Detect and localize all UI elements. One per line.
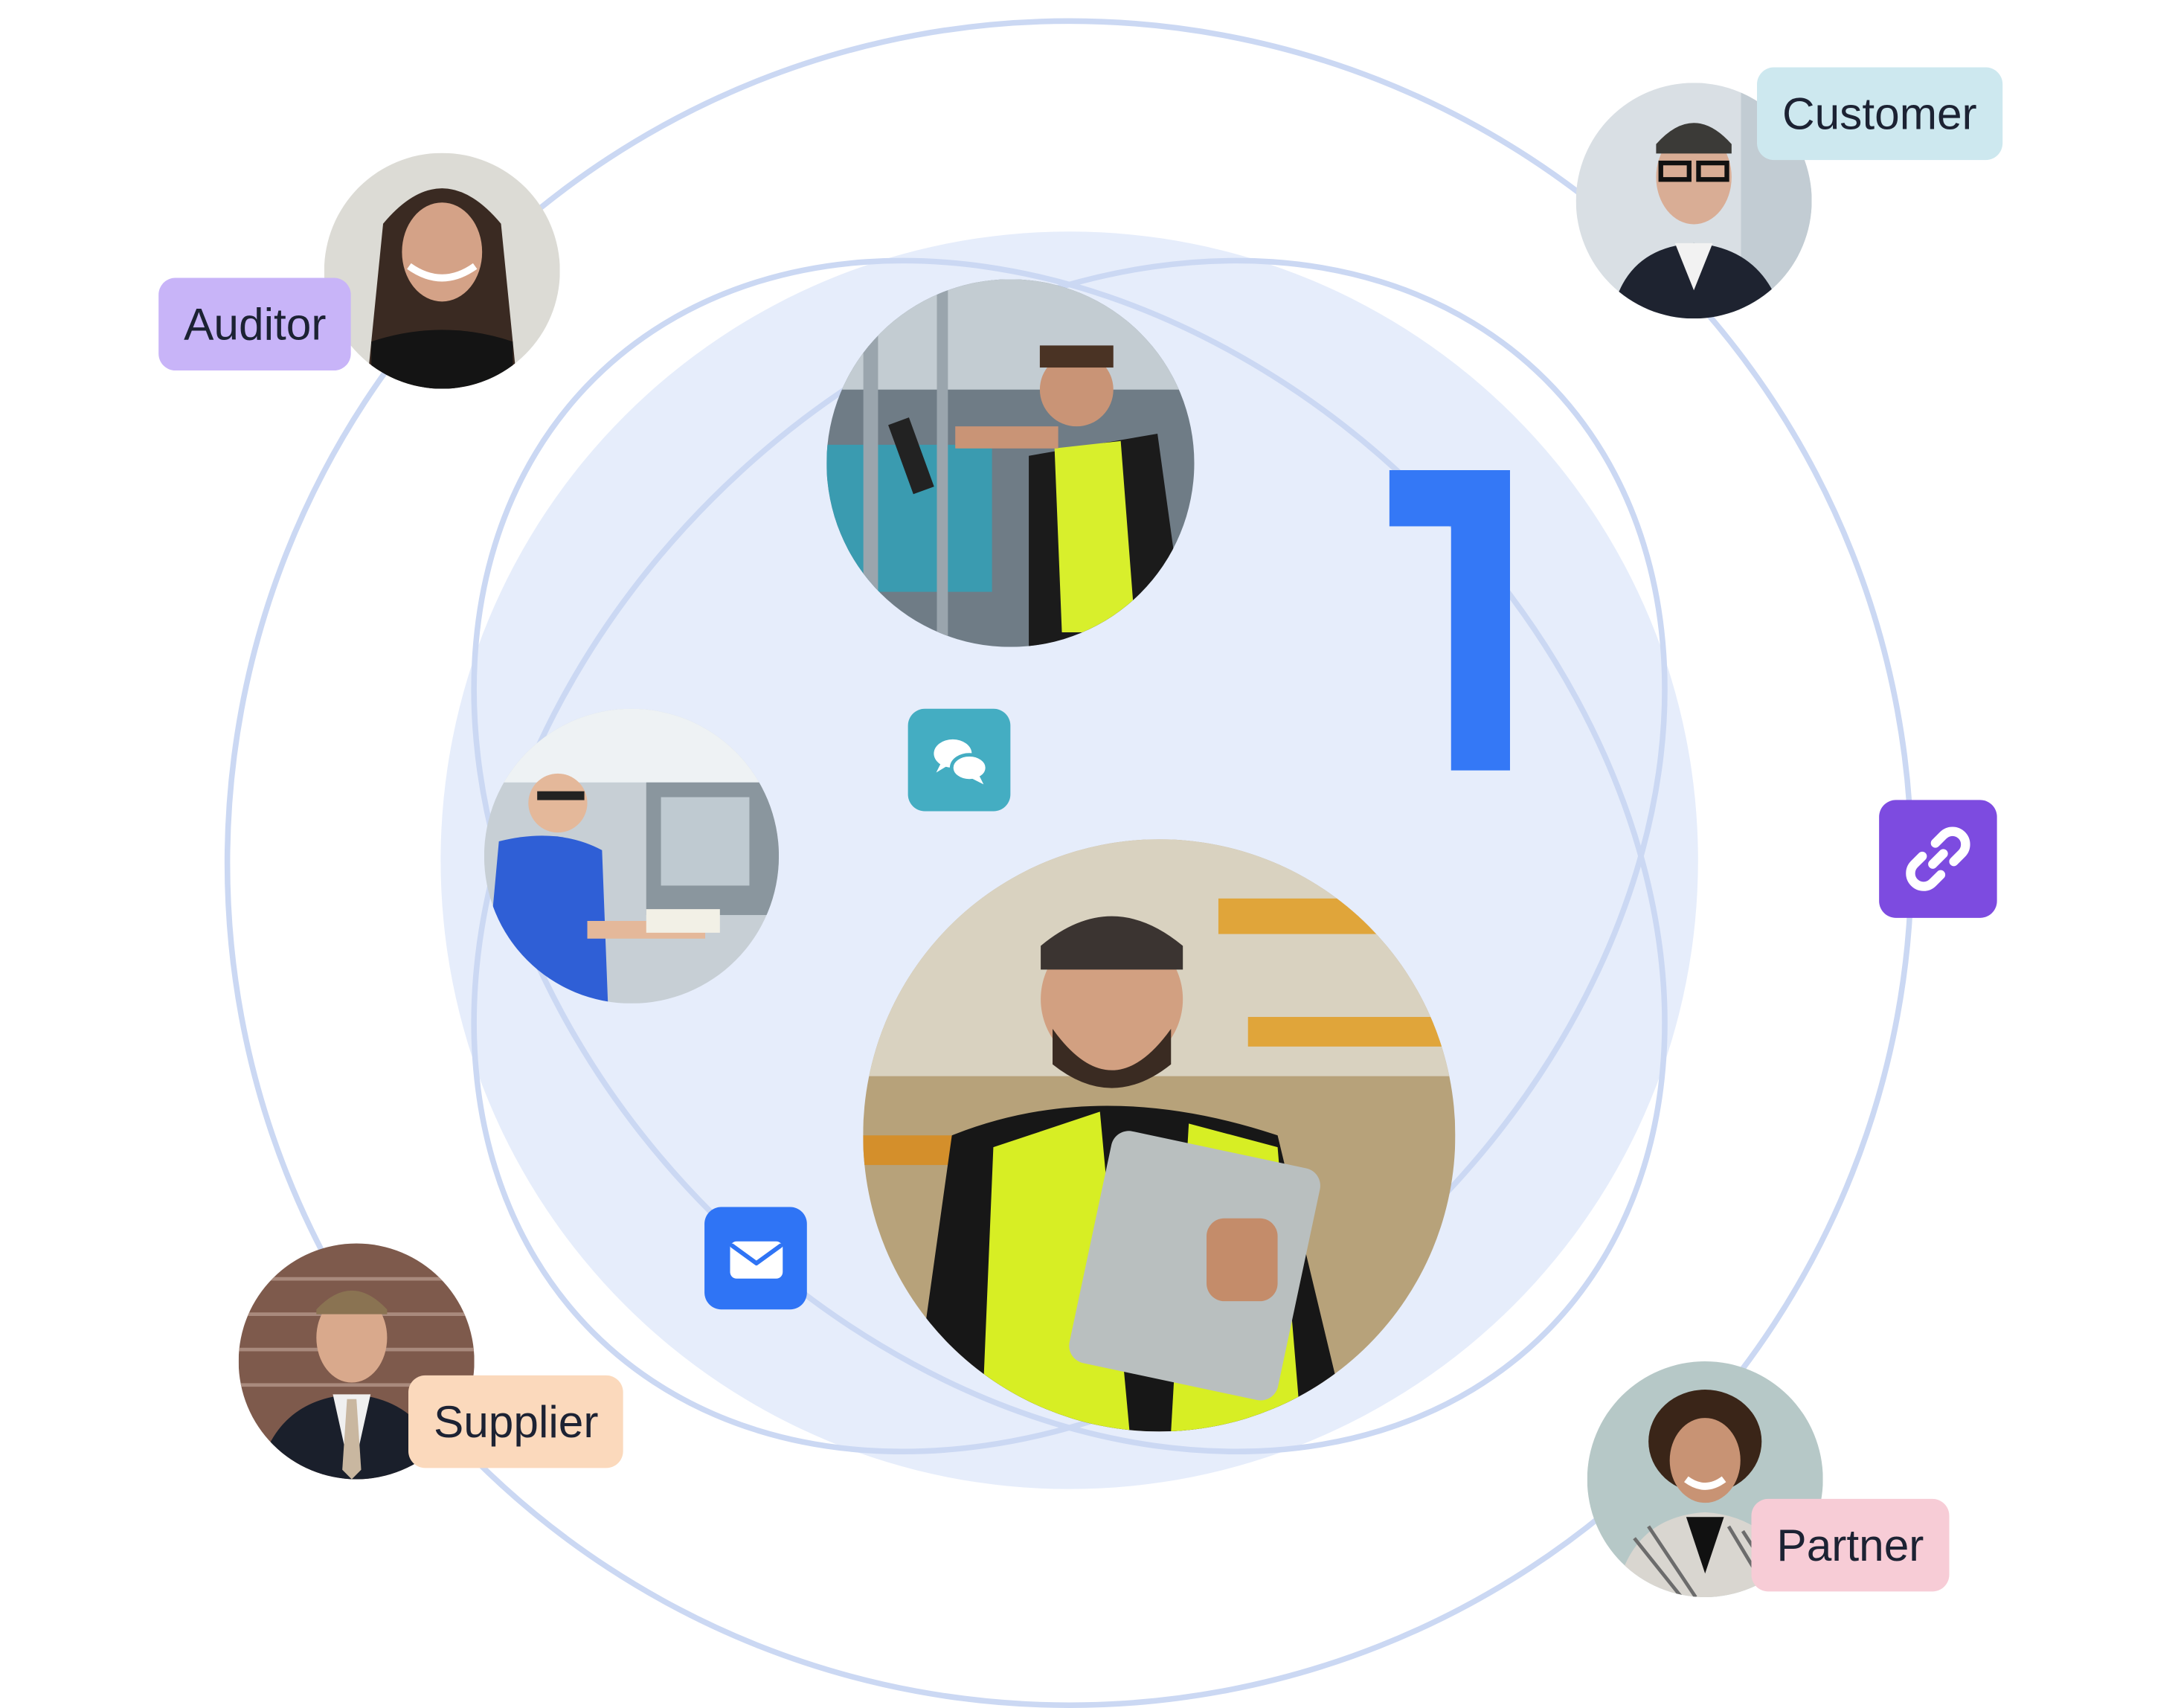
role-label-auditor: Auditor [158, 277, 352, 371]
photo-technician-keyboard [484, 708, 780, 1004]
role-label-partner: Partner [1751, 1498, 1950, 1592]
envelope-icon [704, 1207, 807, 1310]
portrait-partner [1587, 1361, 1823, 1597]
role-label-supplier: Supplier [408, 1375, 624, 1468]
chat-bubbles-icon [908, 708, 1011, 812]
portrait-auditor [324, 152, 560, 389]
photo-factory-worker-tablet [826, 279, 1195, 647]
role-label-customer: Customer [1757, 67, 2002, 161]
photo-warehouse-worker-tablet [863, 839, 1456, 1432]
brand-number-glyph [1389, 470, 1510, 771]
brand-number [1389, 470, 1513, 771]
chain-link-icon [1879, 800, 1997, 918]
